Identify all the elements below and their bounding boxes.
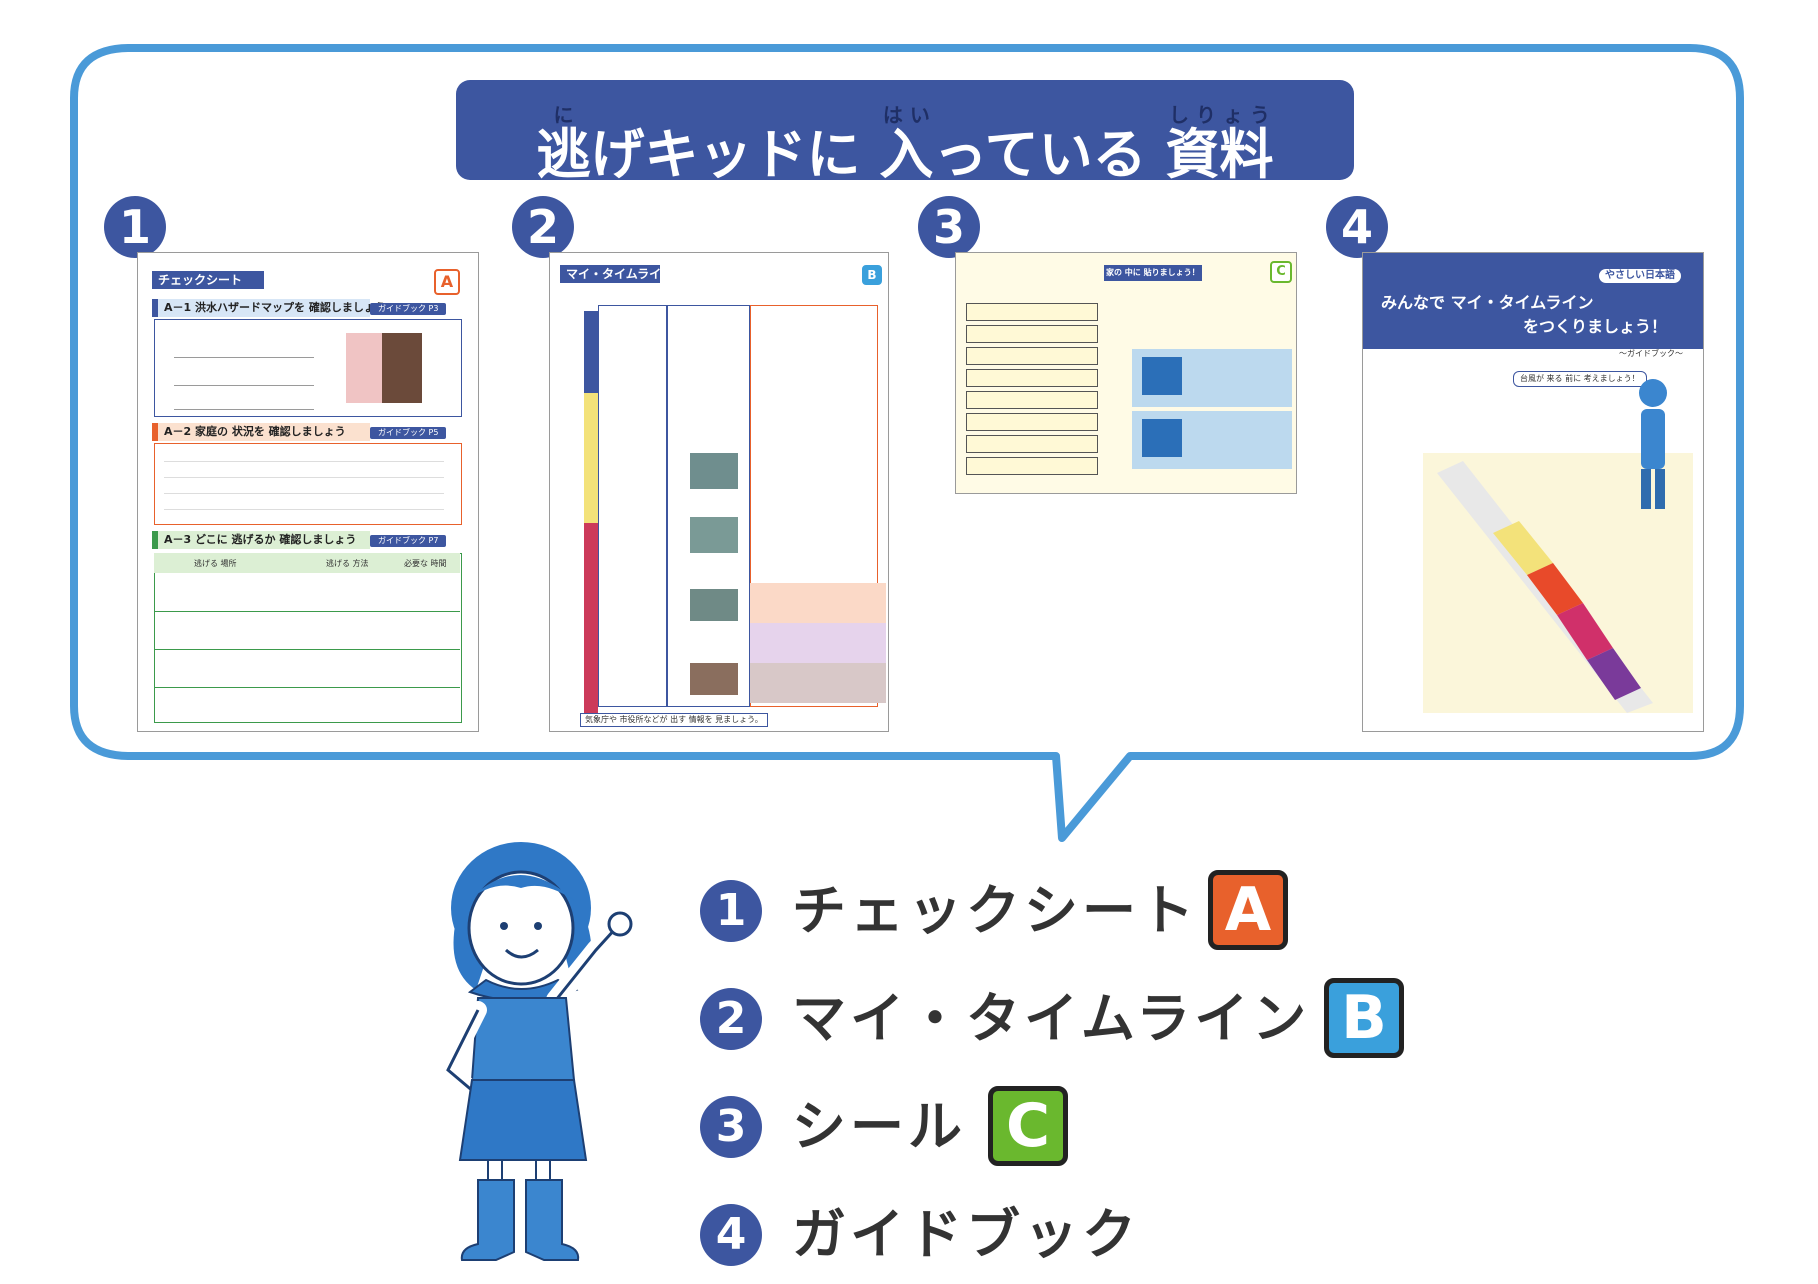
legend-number-4: 4 [700, 1204, 762, 1266]
legend-number-1: 1 [700, 880, 762, 942]
timeline-header: マイ・タイムライン [560, 265, 673, 283]
section-a2-box [154, 443, 462, 525]
checksheet-thumbnail[interactable]: チェックシート A A－1 洪水ハザードマップを 確認しましょう ガイドブック … [137, 252, 479, 732]
legend-label-4: ガイドブック [792, 1203, 1140, 1266]
table-header-place: 逃げる 場所 [194, 559, 237, 568]
sticker-header: 家の 中に 貼りましょう！ [1106, 268, 1200, 277]
number-badge-4: 4 [1326, 196, 1388, 258]
character-illustration [436, 842, 633, 1261]
guidebook-title-line2: をつくりましょう！ [1523, 317, 1668, 336]
timeline-footer-note: 気象庁や 市役所などが 出す 情報を 見ましょう。 [580, 713, 768, 727]
river-photo-4 [690, 663, 738, 695]
guidebook-tag: やさしい日本語 [1599, 269, 1681, 283]
guidebook-thumbnail[interactable]: やさしい日本語 みんなで マイ・タイムライン をつくりましょう！ ～ガイドブック… [1362, 252, 1704, 732]
guide-character-illustration [1639, 379, 1667, 509]
badge-a-icon: A [1208, 870, 1288, 950]
page-title: 逃にげキッドに 入はいっている 資料しりょう [536, 103, 1274, 186]
section-a1: A－1 洪水ハザードマップを 確認しましょう [152, 299, 386, 317]
guidebook-subtitle: ～ガイドブック～ [1619, 349, 1683, 358]
sticker-thumbnail[interactable]: 家の 中に 貼りましょう！ C [955, 252, 1297, 494]
number-badge-3: 3 [918, 196, 980, 258]
guide-tag-a2: ガイドブック P5 [370, 427, 447, 439]
badge-b-icon: B [1324, 978, 1404, 1058]
number-badge-2: 2 [512, 196, 574, 258]
table-header-method: 逃げる 方法 [326, 559, 369, 568]
checksheet-header: チェックシート [152, 271, 264, 289]
guide-tag-a3: ガイドブック P7 [370, 535, 447, 547]
title-banner: 逃にげキッドに 入はいっている 資料しりょう [456, 80, 1354, 186]
legend-label-1: チェックシート [792, 879, 1198, 942]
badge-a-icon: A [434, 269, 460, 295]
legend-number-2: 2 [700, 988, 762, 1050]
badge-b-icon: B [862, 265, 882, 285]
guidebook-speech: 台風が 来る 前に 考えましょう！ [1513, 371, 1647, 387]
number-badge-1: 1 [104, 196, 166, 258]
legend-number-3: 3 [700, 1096, 762, 1158]
legend-label-2: マイ・タイムライン [792, 987, 1311, 1050]
badge-c-icon: C [1270, 261, 1292, 283]
table-header-time: 必要な 時間 [404, 559, 447, 568]
section-a1-box [154, 319, 462, 417]
section-a2: A－2 家庭の 状況を 確認しましょう [152, 423, 370, 441]
house-roof-illustration [382, 333, 422, 403]
badge-c-icon: C [988, 1086, 1068, 1166]
section-a3-table [154, 553, 462, 723]
guide-tag-a1: ガイドブック P3 [370, 303, 447, 315]
flood-icon-1 [1142, 357, 1182, 395]
legend-label-3: シール [792, 1095, 966, 1158]
river-photo-1 [690, 453, 738, 489]
section-a3: A－3 どこに 逃げるか 確認しましょう [152, 531, 370, 549]
river-photo-2 [690, 517, 738, 553]
river-photo-3 [690, 589, 738, 621]
flood-icon-2 [1142, 419, 1182, 457]
guidebook-title-line1: みんなで マイ・タイムライン [1381, 293, 1594, 312]
timeline-thumbnail[interactable]: マイ・タイムライン B 気象庁や 市役所などが 出す 情報を 見ましょう。 [549, 252, 889, 732]
alert-level-arrow [1437, 461, 1653, 713]
